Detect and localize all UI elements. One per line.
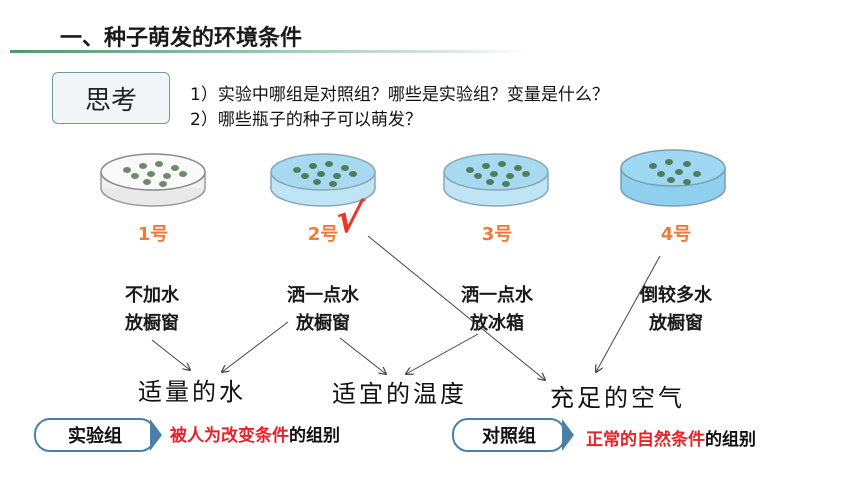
control-group-pill: 对照组 [452, 418, 566, 452]
title-underline [10, 50, 530, 53]
experimental-group-pill: 实验组 [34, 418, 156, 452]
dish-label-1: 1号 [137, 224, 169, 245]
condition-2: 洒一点水 放橱窗 [287, 285, 359, 334]
page-title: 一、种子萌发的环境条件 [60, 26, 303, 51]
factor-water: 适量的水 [138, 378, 246, 406]
think-box: 思考 [52, 72, 170, 124]
arrow-3-to-temp [406, 333, 479, 374]
arrow-2-to-temp [339, 337, 386, 374]
arrow-1-to-water [151, 339, 190, 370]
experimental-pill-pointer [150, 419, 162, 451]
petri-dish-3 [443, 153, 549, 207]
condition-4: 倒较多水 放橱窗 [640, 285, 712, 334]
question-1: 1）实验中哪组是对照组？哪些是实验组？变量是什么？ [190, 85, 609, 105]
arrow-4-to-air [596, 255, 661, 372]
control-pill-pointer [562, 419, 574, 451]
condition-1: 不加水 放橱窗 [125, 285, 179, 334]
factor-temperature: 适宜的温度 [332, 380, 467, 408]
factor-air: 充足的空气 [550, 384, 685, 412]
dish-label-4: 4号 [660, 224, 692, 245]
dish-label-2: 2号 [307, 224, 339, 245]
petri-dish-2 [270, 153, 376, 207]
petri-dish-4 [620, 149, 726, 207]
question-2: 2）哪些瓶子的种子可以萌发？ [190, 110, 422, 130]
arrow-2-to-air [367, 235, 545, 380]
experimental-group-definition: 被人为改变条件的组别 [170, 426, 340, 446]
arrow-2-to-water [222, 321, 289, 372]
dish-label-3: 3号 [481, 224, 513, 245]
condition-3: 洒一点水 放冰箱 [461, 285, 533, 334]
petri-dish-1 [100, 153, 206, 207]
control-group-definition: 正常的自然条件的组别 [586, 430, 756, 450]
connection-arrows [151, 235, 661, 380]
